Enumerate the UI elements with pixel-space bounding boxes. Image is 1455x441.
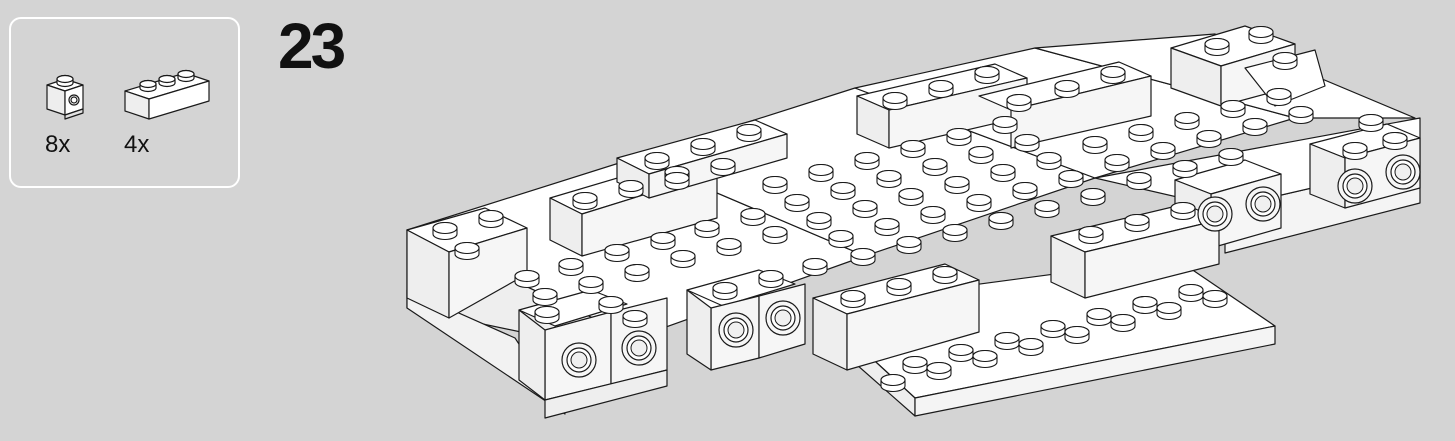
parts-list-panel: 8x 4x (9, 17, 240, 188)
part-quantity-1x1: 8x (45, 131, 71, 158)
brick-1x3-icon (124, 69, 210, 120)
step-number: 23 (278, 10, 346, 82)
brick-1x1-side-stud-icon (46, 74, 84, 120)
model-assembly-illustration (406, 25, 1421, 419)
part-quantity-1x3: 4x (124, 131, 150, 158)
